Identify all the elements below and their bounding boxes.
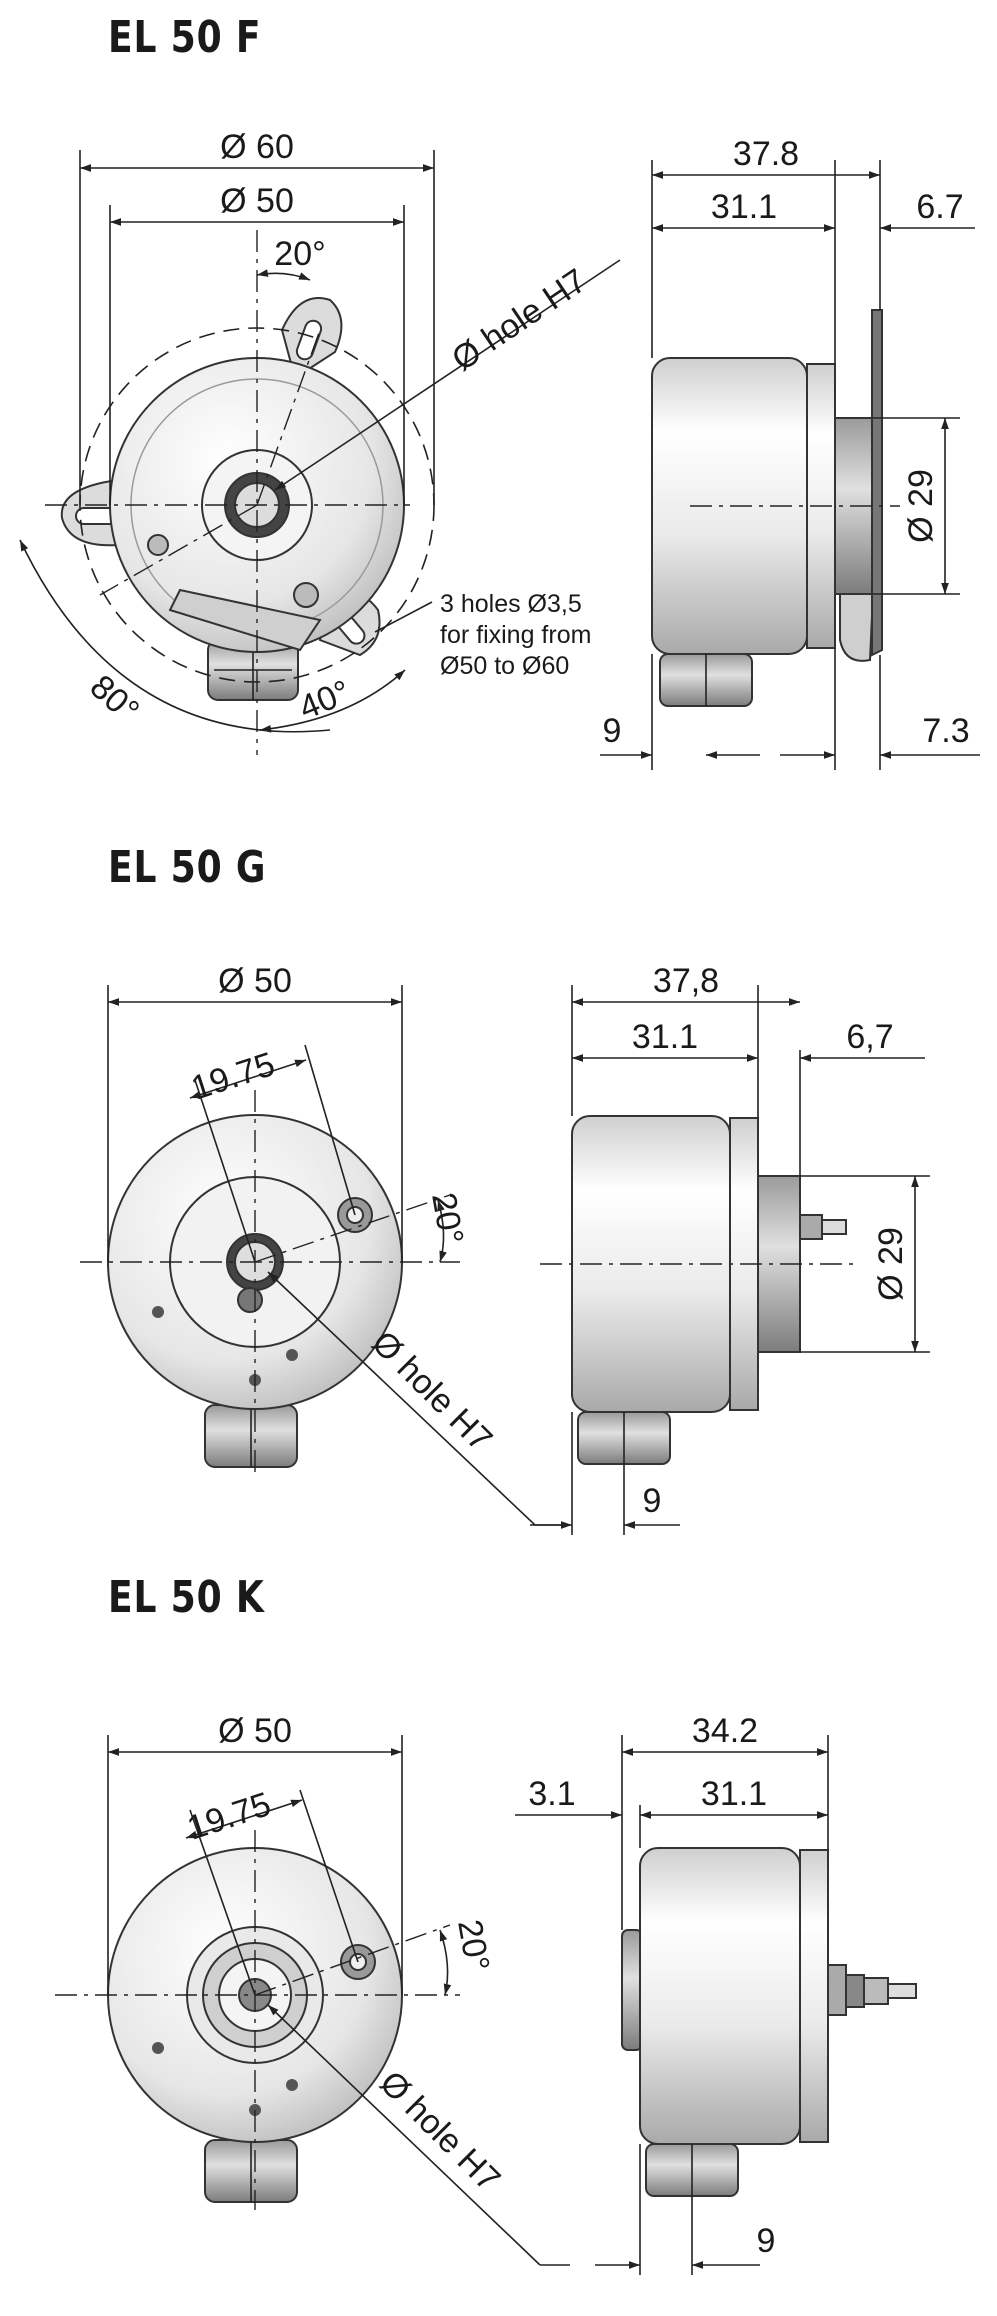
dim-g-offset: 19.75 (187, 1045, 280, 1107)
dim-f-right: 7.3 (922, 712, 969, 750)
dim-g-length-body: 31.1 (632, 1018, 698, 1056)
dim-k-bottom: 9 (757, 2222, 776, 2260)
dim-k-offset: 19.75 (183, 1785, 276, 1847)
el50k-front-view: Ø 50 19.75 20° Ø hole H7 (55, 1712, 570, 2266)
fixing-lug-top (280, 297, 343, 380)
note-fixing-line1: 3 holes Ø3,5 (440, 590, 582, 618)
dim-k-hole: Ø hole H7 (372, 2064, 507, 2199)
dim-k-left: 3.1 (528, 1775, 575, 1813)
dim-f-length-body: 31.1 (711, 188, 777, 226)
dim-g-shaft-dia: Ø 29 (872, 1227, 910, 1301)
note-fixing-line2: for fixing from (440, 621, 591, 649)
el50g-side-view: 37,8 31.1 6,7 Ø 29 9 (530, 962, 930, 1535)
dim-g-angle: 20° (424, 1190, 470, 1247)
fixing-lug-left (60, 478, 119, 547)
dim-f-angle-left: 80° (83, 668, 147, 731)
dim-f-length-total: 37.8 (733, 135, 799, 173)
el50g-front-view: Ø 50 19.75 20° Ø hole H7 (80, 962, 570, 1526)
dim-g-length-total: 37,8 (653, 962, 719, 1000)
dim-f-shaft-dia: Ø 29 (902, 469, 940, 543)
dim-f-dia-outer: Ø 60 (220, 128, 294, 166)
housing (639, 1847, 801, 2145)
dim-k-length-total: 34.2 (692, 1712, 758, 1750)
dim-f-angle-bottom: 40° (294, 673, 356, 727)
dim-g-flange: 6,7 (846, 1018, 893, 1056)
title-el50g: EL 50 G (108, 842, 267, 893)
dim-f-hole: Ø hole H7 (445, 262, 593, 379)
dim-k-length-body: 31.1 (701, 1775, 767, 1813)
title-el50f: EL 50 F (108, 12, 262, 63)
el50f-side-view: 37.8 31.1 6.7 Ø 29 9 7.3 (600, 135, 980, 770)
dim-k-dia: Ø 50 (218, 1712, 292, 1750)
el50k-side-view: 34.2 31.1 3.1 9 (515, 1712, 917, 2275)
dim-g-bottom: 9 (643, 1482, 662, 1520)
note-fixing-line3: Ø50 to Ø60 (440, 652, 569, 680)
dim-f-left: 9 (603, 712, 622, 750)
title-el50k: EL 50 K (108, 1572, 265, 1623)
el50f-front-view: Ø 60 Ø 50 20° Ø hole H7 80° 40° 3 holes … (19, 128, 621, 755)
dim-f-angle-top: 20° (274, 235, 325, 273)
dim-g-hole: Ø hole H7 (364, 1324, 499, 1459)
dim-k-angle: 20° (450, 1917, 496, 1974)
dim-f-dia-inner: Ø 50 (220, 182, 294, 220)
dim-f-flange: 6.7 (916, 188, 963, 226)
dim-g-dia: Ø 50 (218, 962, 292, 1000)
